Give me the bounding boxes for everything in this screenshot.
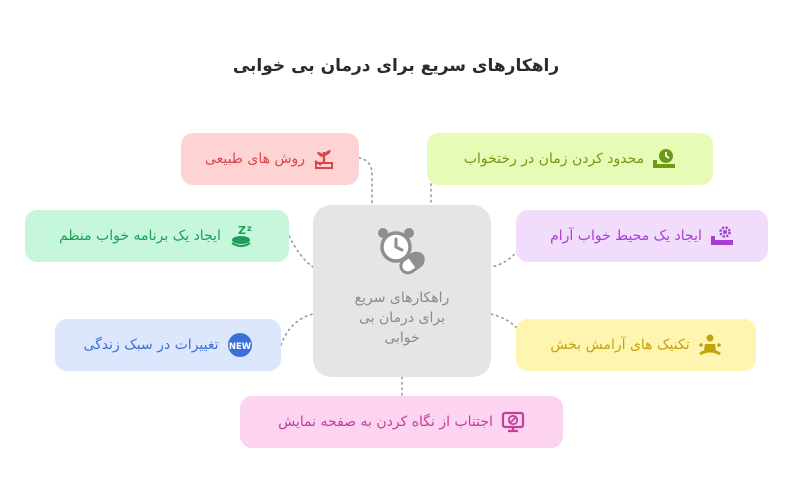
central-topic-line-3: خوابی <box>384 330 420 346</box>
connector-lifestyle <box>280 313 314 346</box>
diagram-title: راهکارهای سریع برای درمان بی خوابی <box>232 56 560 76</box>
node-avoid-screens: اجتناب از نگاه کردن به صفحه نمایش <box>240 396 563 448</box>
alarm-clock-pill-icon <box>376 225 428 281</box>
central-topic-line-1: راهکارهای سریع <box>354 290 450 306</box>
node-limit-bed-time-label: محدود کردن زمان در رختخواب <box>463 151 645 167</box>
node-natural-methods: روش های طبیعی <box>181 133 359 185</box>
node-calm-environment-label: ایجاد یک محیط خواب آرام <box>550 228 702 244</box>
central-topic: راهکارهای سریع برای درمان بی خوابی <box>313 205 491 377</box>
svg-text:Z: Z <box>238 224 246 237</box>
central-topic-line-2: برای درمان بی <box>359 310 445 326</box>
node-natural-methods-label: روش های طبیعی <box>204 151 306 167</box>
node-lifestyle-changes: تغییرات در سبک زندگی NEW <box>55 319 281 371</box>
node-lifestyle-changes-label: تغییرات در سبک زندگی <box>83 337 219 353</box>
node-avoid-screens-label: اجتناب از نگاه کردن به صفحه نمایش <box>278 414 493 430</box>
node-calm-environment: ایجاد یک محیط خواب آرام <box>516 210 768 262</box>
node-relaxation-techniques: تکنیک های آرامش بخش <box>516 319 756 371</box>
svg-text:z: z <box>247 224 252 233</box>
no-screen-icon <box>501 410 525 434</box>
bed-gear-icon <box>710 225 734 247</box>
plant-hand-icon <box>313 148 335 170</box>
node-relaxation-techniques-label: تکنیک های آرامش بخش <box>550 337 690 353</box>
new-badge-text: NEW <box>228 342 251 352</box>
connector-schedule <box>288 235 314 268</box>
bed-clock-icon <box>652 148 676 170</box>
node-sleep-schedule: ایجاد یک برنامه خواب منظم Z z <box>25 210 289 262</box>
meditation-icon <box>698 333 722 357</box>
sleep-zz-icon: Z z <box>229 224 255 248</box>
connector-environment <box>490 235 527 268</box>
connector-natural <box>358 157 373 223</box>
node-sleep-schedule-label: ایجاد یک برنامه خواب منظم <box>59 228 221 244</box>
node-limit-bed-time: محدود کردن زمان در رختخواب <box>427 133 713 185</box>
new-badge-icon: NEW <box>227 332 253 358</box>
